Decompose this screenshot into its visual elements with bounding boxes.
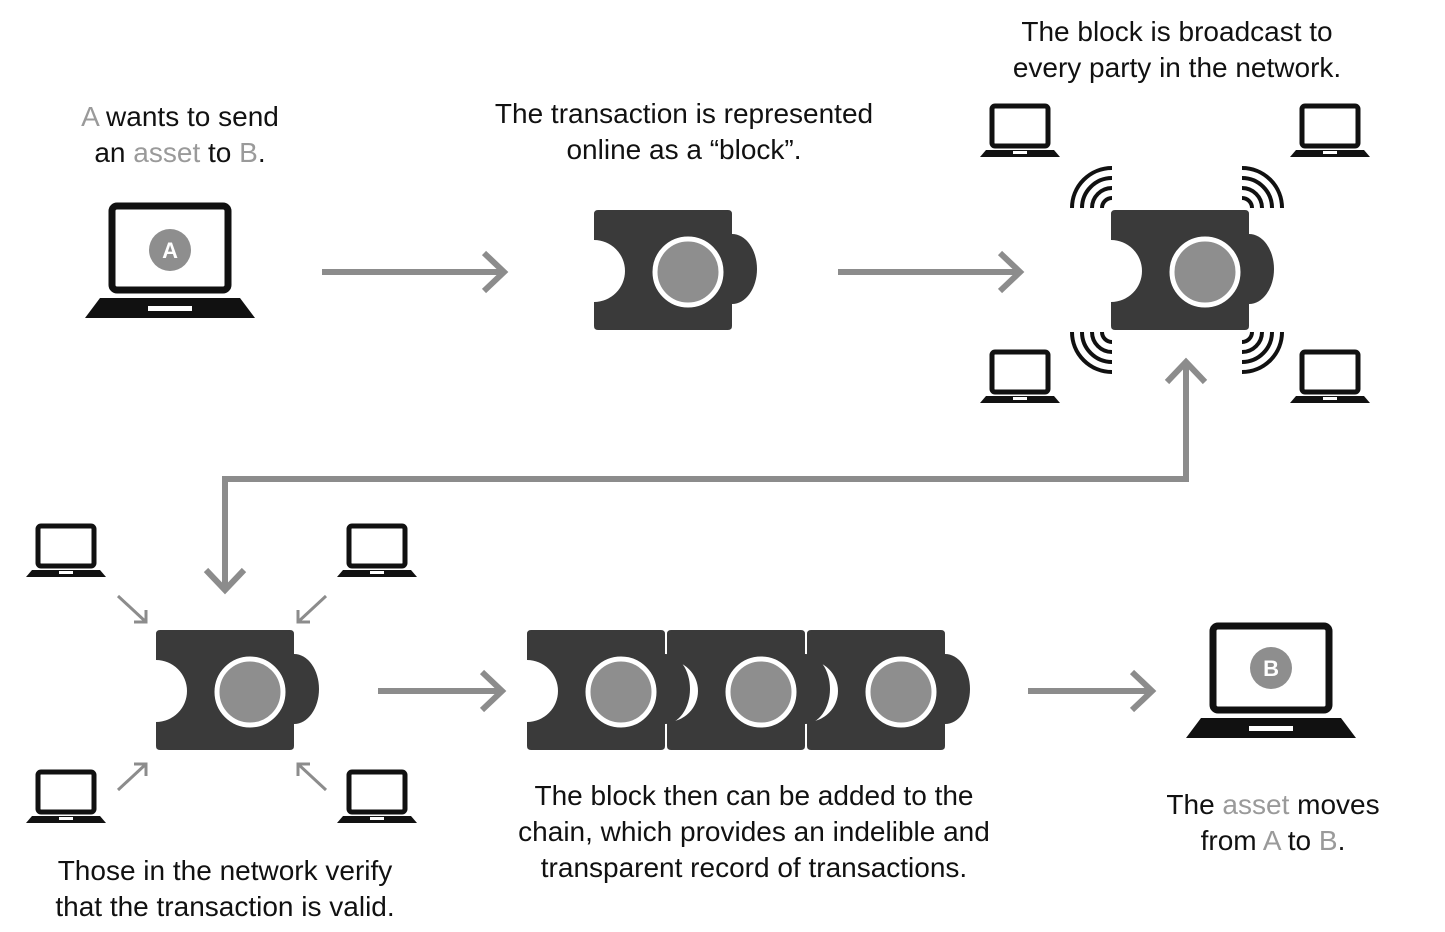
network-laptop-icon [980, 106, 1060, 157]
laptop-a-letter: A [162, 238, 178, 263]
laptop-a-icon: A [85, 206, 255, 318]
step4-caption: Those in the network verify that the tra… [20, 853, 430, 925]
step5-line2: chain, which provides an indelible and [518, 816, 990, 847]
step4-line1: Those in the network verify [57, 855, 393, 886]
arrow-2-icon [838, 250, 1025, 294]
network-laptop-icon [26, 526, 106, 577]
step2-line1: The transaction is represented [494, 98, 874, 129]
step6-text: . [1337, 825, 1346, 856]
arrow-4-icon [1028, 669, 1157, 713]
step6-text: moves [1289, 789, 1380, 820]
verify-arrows-icon [116, 594, 328, 792]
network-laptop-icon [337, 526, 417, 577]
step2-caption: The transaction is represented online as… [474, 96, 894, 168]
block-chain-icon [527, 630, 970, 750]
step1-text: wants to send [98, 101, 279, 132]
receiver-label: B [239, 137, 258, 168]
receiver-label: B [1318, 825, 1338, 856]
step3-caption: The block is broadcast to every party in… [992, 14, 1362, 86]
step1-caption: A wants to send an asset to B. [40, 99, 320, 171]
arrow-3-icon [378, 669, 507, 713]
step6-text: to [1279, 825, 1319, 856]
step6-text: from [1200, 825, 1263, 856]
step3-line2: every party in the network. [1012, 52, 1342, 83]
network-laptop-icon [1290, 106, 1370, 157]
step2-line2: online as a “block”. [566, 134, 802, 165]
step5-line3: transparent record of transactions. [540, 852, 968, 883]
laptop-b-icon: B [1186, 626, 1356, 738]
asset-label: asset [133, 137, 201, 168]
laptop-b-letter: B [1263, 656, 1279, 681]
sender-label: A [1262, 825, 1280, 856]
sender-label: A [81, 101, 99, 132]
network-laptop-icon [337, 772, 417, 823]
step1-text: to [200, 137, 240, 168]
step4-line2: that the transaction is valid. [55, 891, 395, 922]
transaction-block-icon [594, 210, 757, 330]
connector-arrow-icon [203, 357, 1208, 595]
step5-caption: The block then can be added to the chain… [494, 778, 1014, 886]
step6-text: The [1166, 789, 1223, 820]
arrow-1-icon [322, 250, 509, 294]
step3-line1: The block is broadcast to [1021, 16, 1333, 47]
step6-caption: The asset moves from A to B. [1141, 787, 1405, 859]
verify-block-icon [156, 630, 319, 750]
network-laptop-icon [1290, 352, 1370, 403]
network-laptop-icon [26, 772, 106, 823]
broadcast-block-icon [1111, 210, 1274, 330]
network-laptop-icon [980, 352, 1060, 403]
step1-text: . [257, 137, 266, 168]
asset-label: asset [1222, 789, 1290, 820]
step1-text: an [94, 137, 134, 168]
step5-line1: The block then can be added to the [534, 780, 974, 811]
